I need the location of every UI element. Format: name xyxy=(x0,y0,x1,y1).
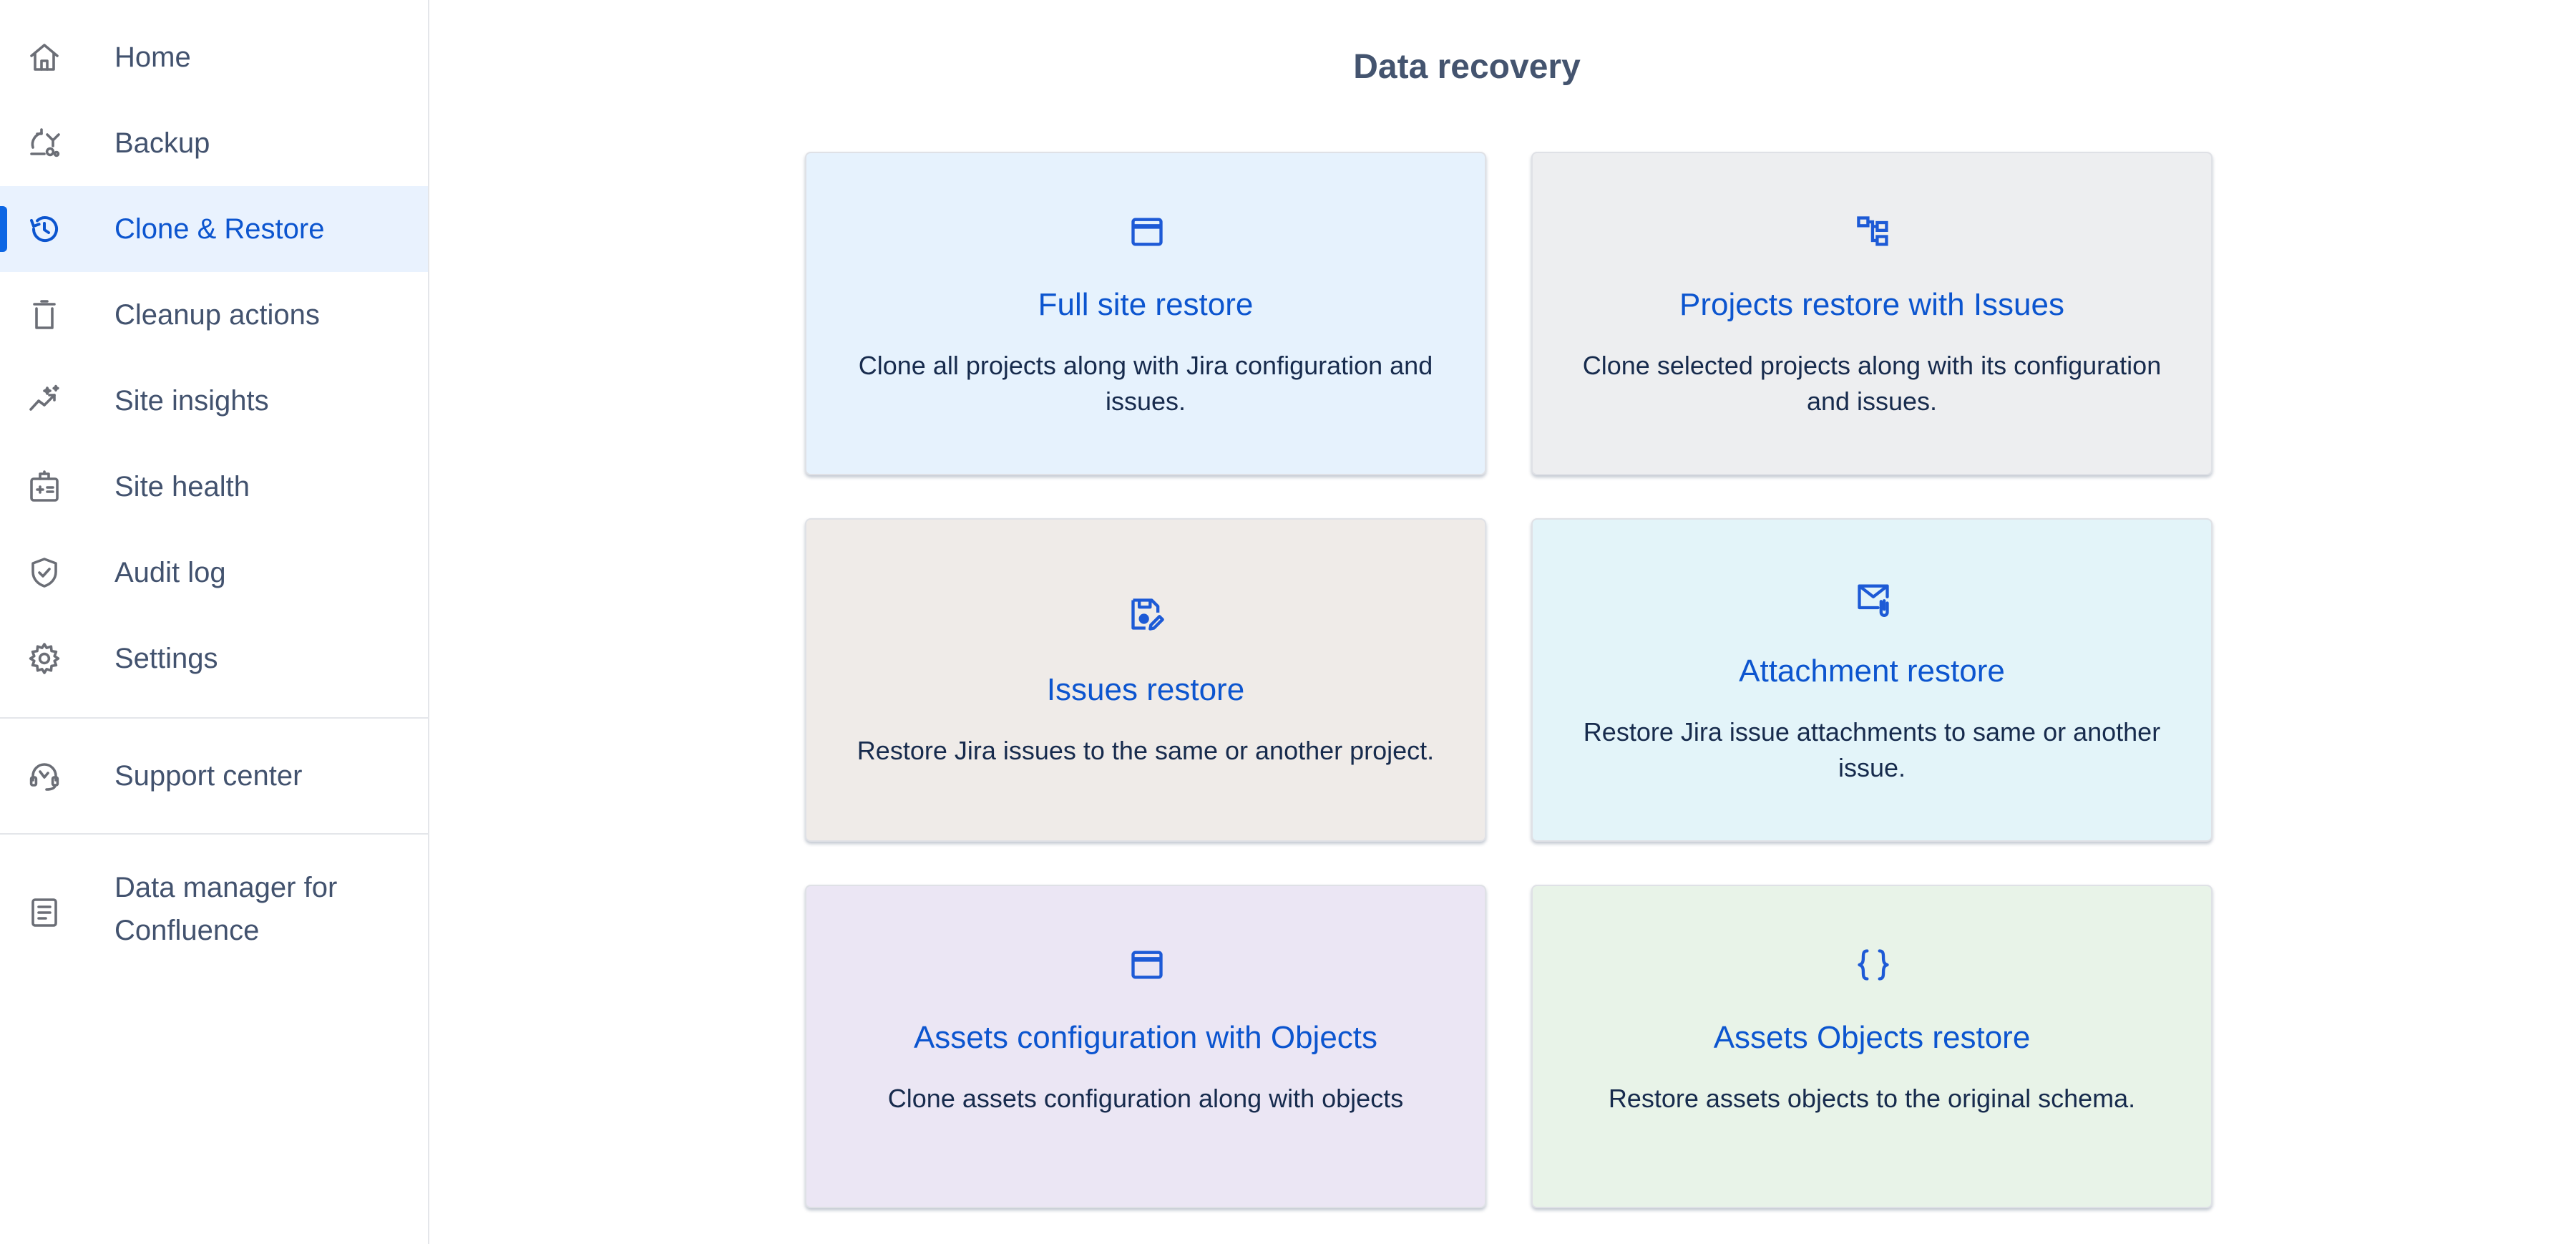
health-icon xyxy=(27,470,62,504)
sidebar-item-cleanup-actions[interactable]: Cleanup actions xyxy=(0,272,428,358)
history-icon xyxy=(27,212,62,246)
sidebar-item-label: Site insights xyxy=(114,385,269,417)
insights-icon xyxy=(27,384,62,418)
card-full-site-restore[interactable]: Full site restore Clone all projects alo… xyxy=(805,152,1486,475)
card-description: Restore Jira issue attachments to same o… xyxy=(1583,717,2161,782)
sidebar-item-backup[interactable]: Backup xyxy=(0,100,428,186)
card-description: Clone assets configuration along with ob… xyxy=(887,1084,1404,1113)
card-title: Attachment restore xyxy=(1739,653,2005,689)
sidebar-item-clone-restore[interactable]: Clone & Restore xyxy=(0,186,428,272)
sidebar-item-label: Clone & Restore xyxy=(114,213,325,245)
card-attachment-restore[interactable]: Attachment restore Restore Jira issue at… xyxy=(1531,518,2212,842)
sidebar-item-label: Settings xyxy=(114,643,218,674)
sidebar-item-settings[interactable]: Settings xyxy=(0,616,428,701)
card-description: Restore assets objects to the original s… xyxy=(1608,1084,2136,1113)
card-title: Assets Objects restore xyxy=(1713,1020,2031,1055)
mail-attachment-icon xyxy=(1855,580,1892,617)
window-icon xyxy=(1128,213,1166,251)
sidebar-item-label: Cleanup actions xyxy=(114,299,320,331)
card-description: Clone all projects along with Jira confi… xyxy=(858,351,1433,416)
sidebar-item-home[interactable]: Home xyxy=(0,14,428,100)
card-title: Full site restore xyxy=(1038,287,1254,322)
sidebar-item-label: Site health xyxy=(114,471,250,502)
save-edit-icon xyxy=(1128,596,1166,633)
sidebar-divider xyxy=(0,717,428,719)
card-title: Issues restore xyxy=(1046,672,1245,707)
sidebar-item-label: Data manager for Confluence xyxy=(114,872,338,946)
headset-icon xyxy=(27,759,62,793)
card-title: Assets configuration with Objects xyxy=(913,1020,1378,1055)
sidebar-divider xyxy=(0,833,428,835)
card-description: Clone selected projects along with its c… xyxy=(1582,351,2162,416)
sidebar-item-site-insights[interactable]: Site insights xyxy=(0,358,428,444)
sidebar-item-audit-log[interactable]: Audit log xyxy=(0,530,428,616)
hierarchy-icon xyxy=(1855,213,1892,251)
window-icon xyxy=(1128,946,1166,983)
sidebar: Home Backup Clone & Restore xyxy=(0,0,429,1244)
gear-icon xyxy=(27,641,62,676)
sidebar-item-label: Support center xyxy=(114,760,303,792)
card-projects-restore-with-issues[interactable]: Projects restore with Issues Clone selec… xyxy=(1531,152,2212,475)
card-assets-objects-restore[interactable]: Assets Objects restore Restore assets ob… xyxy=(1531,885,2212,1208)
sidebar-item-site-health[interactable]: Site health xyxy=(0,444,428,530)
home-icon xyxy=(27,40,62,74)
page-title: Data recovery xyxy=(1353,48,1581,86)
card-title: Projects restore with Issues xyxy=(1679,287,2064,322)
sidebar-item-label: Home xyxy=(114,42,191,73)
sidebar-item-label: Backup xyxy=(114,127,210,159)
trash-icon xyxy=(27,298,62,332)
card-assets-configuration-with-objects[interactable]: Assets configuration with Objects Clone … xyxy=(805,885,1486,1208)
sidebar-item-data-manager-confluence[interactable]: Data manager for Confluence xyxy=(0,852,428,973)
shield-check-icon xyxy=(27,555,62,590)
sidebar-item-label: Audit log xyxy=(114,557,226,588)
sidebar-item-support-center[interactable]: Support center xyxy=(0,733,428,819)
braces-icon xyxy=(1855,946,1892,983)
backup-icon xyxy=(27,126,62,160)
card-issues-restore[interactable]: Issues restore Restore Jira issues to th… xyxy=(805,518,1486,842)
document-icon xyxy=(27,895,62,930)
card-description: Restore Jira issues to the same or anoth… xyxy=(857,736,1435,765)
main-content: Data recovery Full site restore Clone al… xyxy=(429,0,2576,1244)
